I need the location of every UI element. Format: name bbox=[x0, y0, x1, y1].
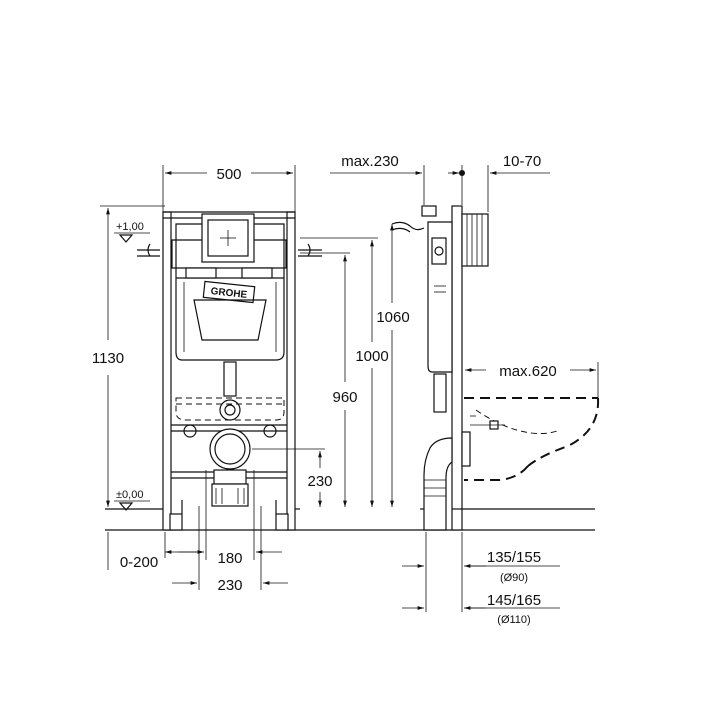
svg-text:230: 230 bbox=[217, 577, 242, 594]
svg-text:960: 960 bbox=[332, 389, 357, 406]
dim-1000: 1000 bbox=[300, 237, 389, 507]
svg-text:(Ø90): (Ø90) bbox=[500, 572, 528, 584]
svg-text:500: 500 bbox=[216, 166, 241, 183]
svg-text:±0,00: ±0,00 bbox=[116, 489, 143, 501]
svg-text:145/165: 145/165 bbox=[487, 592, 541, 609]
grohe-logo: GROHE bbox=[202, 280, 256, 304]
dim-10-70: 10-70 bbox=[448, 153, 550, 212]
dim-max-230: max.230 bbox=[330, 153, 425, 205]
svg-text:1060: 1060 bbox=[376, 309, 409, 326]
svg-text:max.230: max.230 bbox=[341, 153, 399, 170]
dim-960: 960 bbox=[300, 252, 358, 507]
flush-plate bbox=[201, 213, 255, 263]
drain-connection bbox=[183, 424, 277, 507]
svg-text:max.620: max.620 bbox=[499, 363, 557, 380]
dim-height-1130: 1130 bbox=[92, 205, 165, 507]
svg-text:1000: 1000 bbox=[355, 348, 388, 365]
flush-pipe bbox=[219, 361, 241, 421]
svg-text:230: 230 bbox=[307, 473, 332, 490]
svg-text:+1,00: +1,00 bbox=[116, 221, 144, 233]
wall-sleeve bbox=[461, 213, 489, 267]
dim-135-155: 135/155 (Ø90) bbox=[402, 532, 560, 612]
frame-section bbox=[391, 205, 463, 531]
water-inlet-right bbox=[298, 243, 322, 257]
svg-text:0-200: 0-200 bbox=[120, 554, 158, 571]
frame bbox=[162, 211, 296, 531]
svg-text:10-70: 10-70 bbox=[503, 153, 541, 170]
dim-0-200: 0-200 bbox=[107, 532, 200, 571]
svg-text:GROHE: GROHE bbox=[210, 286, 248, 301]
dim-145-165: 145/165 (Ø110) bbox=[402, 592, 560, 626]
bowl-outline-front bbox=[175, 397, 285, 421]
dim-180: 180 bbox=[178, 470, 282, 567]
dim-230-width: 230 bbox=[172, 506, 288, 594]
toilet-bowl-outline bbox=[464, 397, 600, 481]
front-view: GROHE bbox=[92, 165, 400, 594]
side-view: max.230 10-70 1060 max.620 bbox=[330, 153, 600, 626]
dim-230-height: 230 bbox=[252, 448, 333, 507]
dim-1060: 1060 bbox=[376, 224, 410, 507]
water-inlet-left bbox=[137, 243, 160, 257]
drain-bend bbox=[423, 431, 471, 531]
svg-text:135/155: 135/155 bbox=[487, 549, 541, 566]
svg-text:(Ø110): (Ø110) bbox=[497, 614, 530, 626]
dim-max-620: max.620 bbox=[465, 362, 599, 400]
level-marker-bottom: ±0,00 bbox=[114, 489, 150, 511]
level-marker-top: +1,00 bbox=[114, 221, 150, 243]
svg-text:180: 180 bbox=[217, 550, 242, 567]
svg-text:1130: 1130 bbox=[92, 350, 124, 367]
dim-width-500: 500 bbox=[162, 165, 296, 212]
